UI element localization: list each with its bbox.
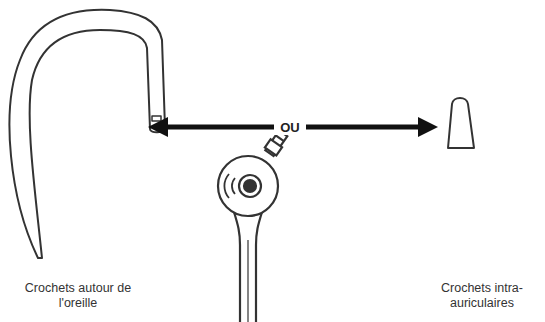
part-caption: Crochets autour de l'oreille xyxy=(19,281,137,311)
arrows xyxy=(148,117,438,137)
ear-hook xyxy=(10,10,165,258)
earbud xyxy=(218,129,289,322)
separator-word: OU xyxy=(274,120,306,135)
eartip xyxy=(448,98,474,148)
part-caption: Crochets intra-auriculaires xyxy=(426,281,538,311)
